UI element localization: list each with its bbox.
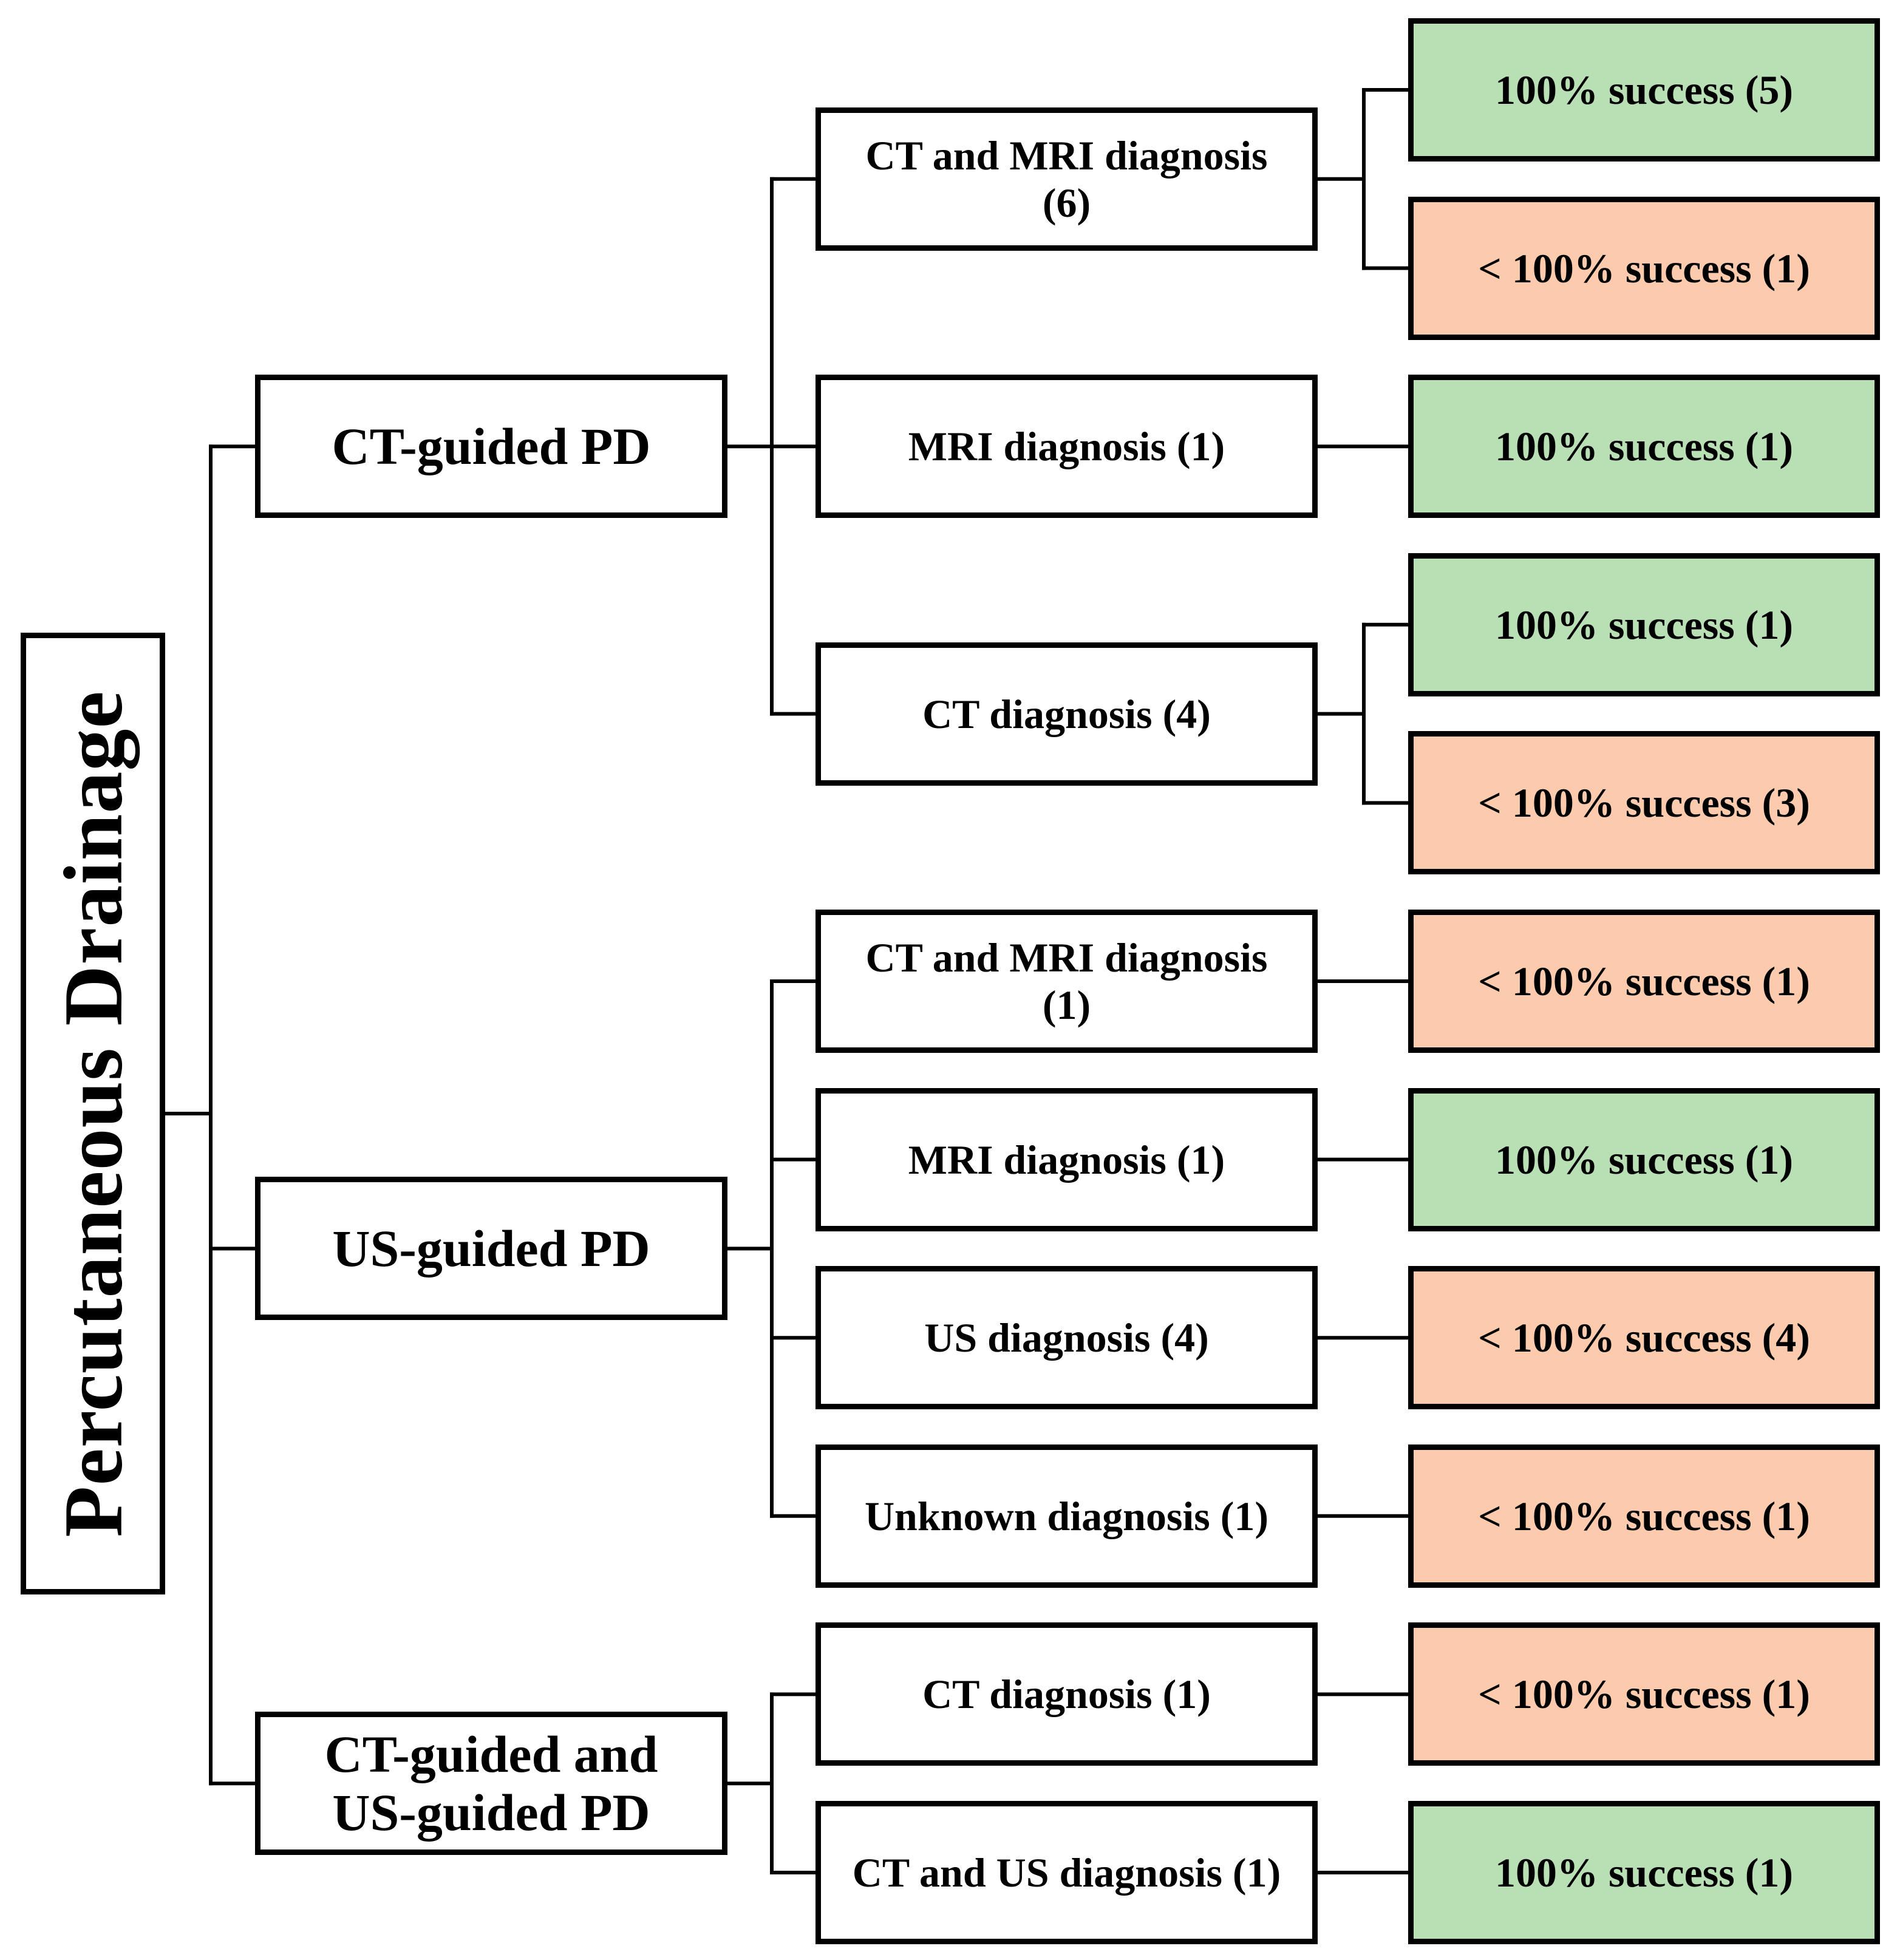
- method-label: CT-guided PD: [332, 417, 651, 476]
- diagnosis-label: CT and MRI diagnosis (1): [865, 934, 1268, 1028]
- diagnosis-node: MRI diagnosis (1): [816, 375, 1318, 519]
- outcome-label: < 100% success (1): [1478, 245, 1810, 291]
- diagnosis-label: MRI diagnosis (1): [908, 423, 1225, 470]
- outcome-label: 100% success (5): [1494, 67, 1794, 113]
- outcome-label: < 100% success (1): [1478, 1671, 1810, 1718]
- diagnosis-label: CT and US diagnosis (1): [852, 1849, 1281, 1896]
- outcome-node: < 100% success (1): [1408, 196, 1880, 340]
- diagnosis-node: CT and MRI diagnosis (1): [816, 910, 1318, 1053]
- diagnosis-node: US diagnosis (4): [816, 1266, 1318, 1410]
- outcome-node: 100% success (1): [1408, 1087, 1880, 1231]
- outcome-label: 100% success (1): [1494, 1849, 1794, 1896]
- outcome-label: < 100% success (1): [1478, 958, 1810, 1004]
- outcome-label: 100% success (1): [1494, 1136, 1794, 1183]
- outcome-label: 100% success (1): [1494, 423, 1794, 470]
- method-label: CT-guided and US-guided PD: [324, 1725, 658, 1842]
- method-node: US-guided PD: [255, 1177, 727, 1321]
- diagnosis-label: CT and MRI diagnosis (6): [865, 132, 1268, 226]
- diagnosis-node: CT diagnosis (4): [816, 642, 1318, 786]
- outcome-label: < 100% success (4): [1478, 1315, 1810, 1361]
- outcome-node: < 100% success (3): [1408, 731, 1880, 875]
- diagnosis-label: Unknown diagnosis (1): [864, 1492, 1269, 1539]
- diagnosis-label: CT diagnosis (4): [922, 690, 1211, 737]
- outcome-node: < 100% success (1): [1408, 1622, 1880, 1766]
- outcome-node: 100% success (1): [1408, 1801, 1880, 1944]
- outcome-label: < 100% success (1): [1478, 1492, 1810, 1539]
- diagnosis-node: CT and MRI diagnosis (6): [816, 107, 1318, 251]
- outcome-node: 100% success (1): [1408, 375, 1880, 519]
- outcome-node: 100% success (1): [1408, 553, 1880, 696]
- method-label: US-guided PD: [332, 1219, 650, 1278]
- method-node: CT-guided PD: [255, 375, 727, 519]
- root-node: Percutaneous Drainage: [21, 633, 165, 1594]
- diagnosis-node: CT diagnosis (1): [816, 1622, 1318, 1766]
- diagnosis-label: MRI diagnosis (1): [908, 1136, 1225, 1183]
- outcome-label: 100% success (1): [1494, 601, 1794, 648]
- diagnosis-label: CT diagnosis (1): [922, 1671, 1211, 1718]
- outcome-node: 100% success (5): [1408, 18, 1880, 162]
- diagnosis-node: Unknown diagnosis (1): [816, 1444, 1318, 1588]
- root-label: Percutaneous Drainage: [46, 690, 140, 1537]
- diagnosis-label: US diagnosis (4): [924, 1315, 1209, 1361]
- diagnosis-node: MRI diagnosis (1): [816, 1087, 1318, 1231]
- outcome-node: < 100% success (1): [1408, 1444, 1880, 1588]
- outcome-node: < 100% success (1): [1408, 910, 1880, 1053]
- diagnosis-node: CT and US diagnosis (1): [816, 1801, 1318, 1944]
- method-node: CT-guided and US-guided PD: [255, 1712, 727, 1856]
- outcome-node: < 100% success (4): [1408, 1266, 1880, 1410]
- outcome-label: < 100% success (3): [1478, 780, 1810, 826]
